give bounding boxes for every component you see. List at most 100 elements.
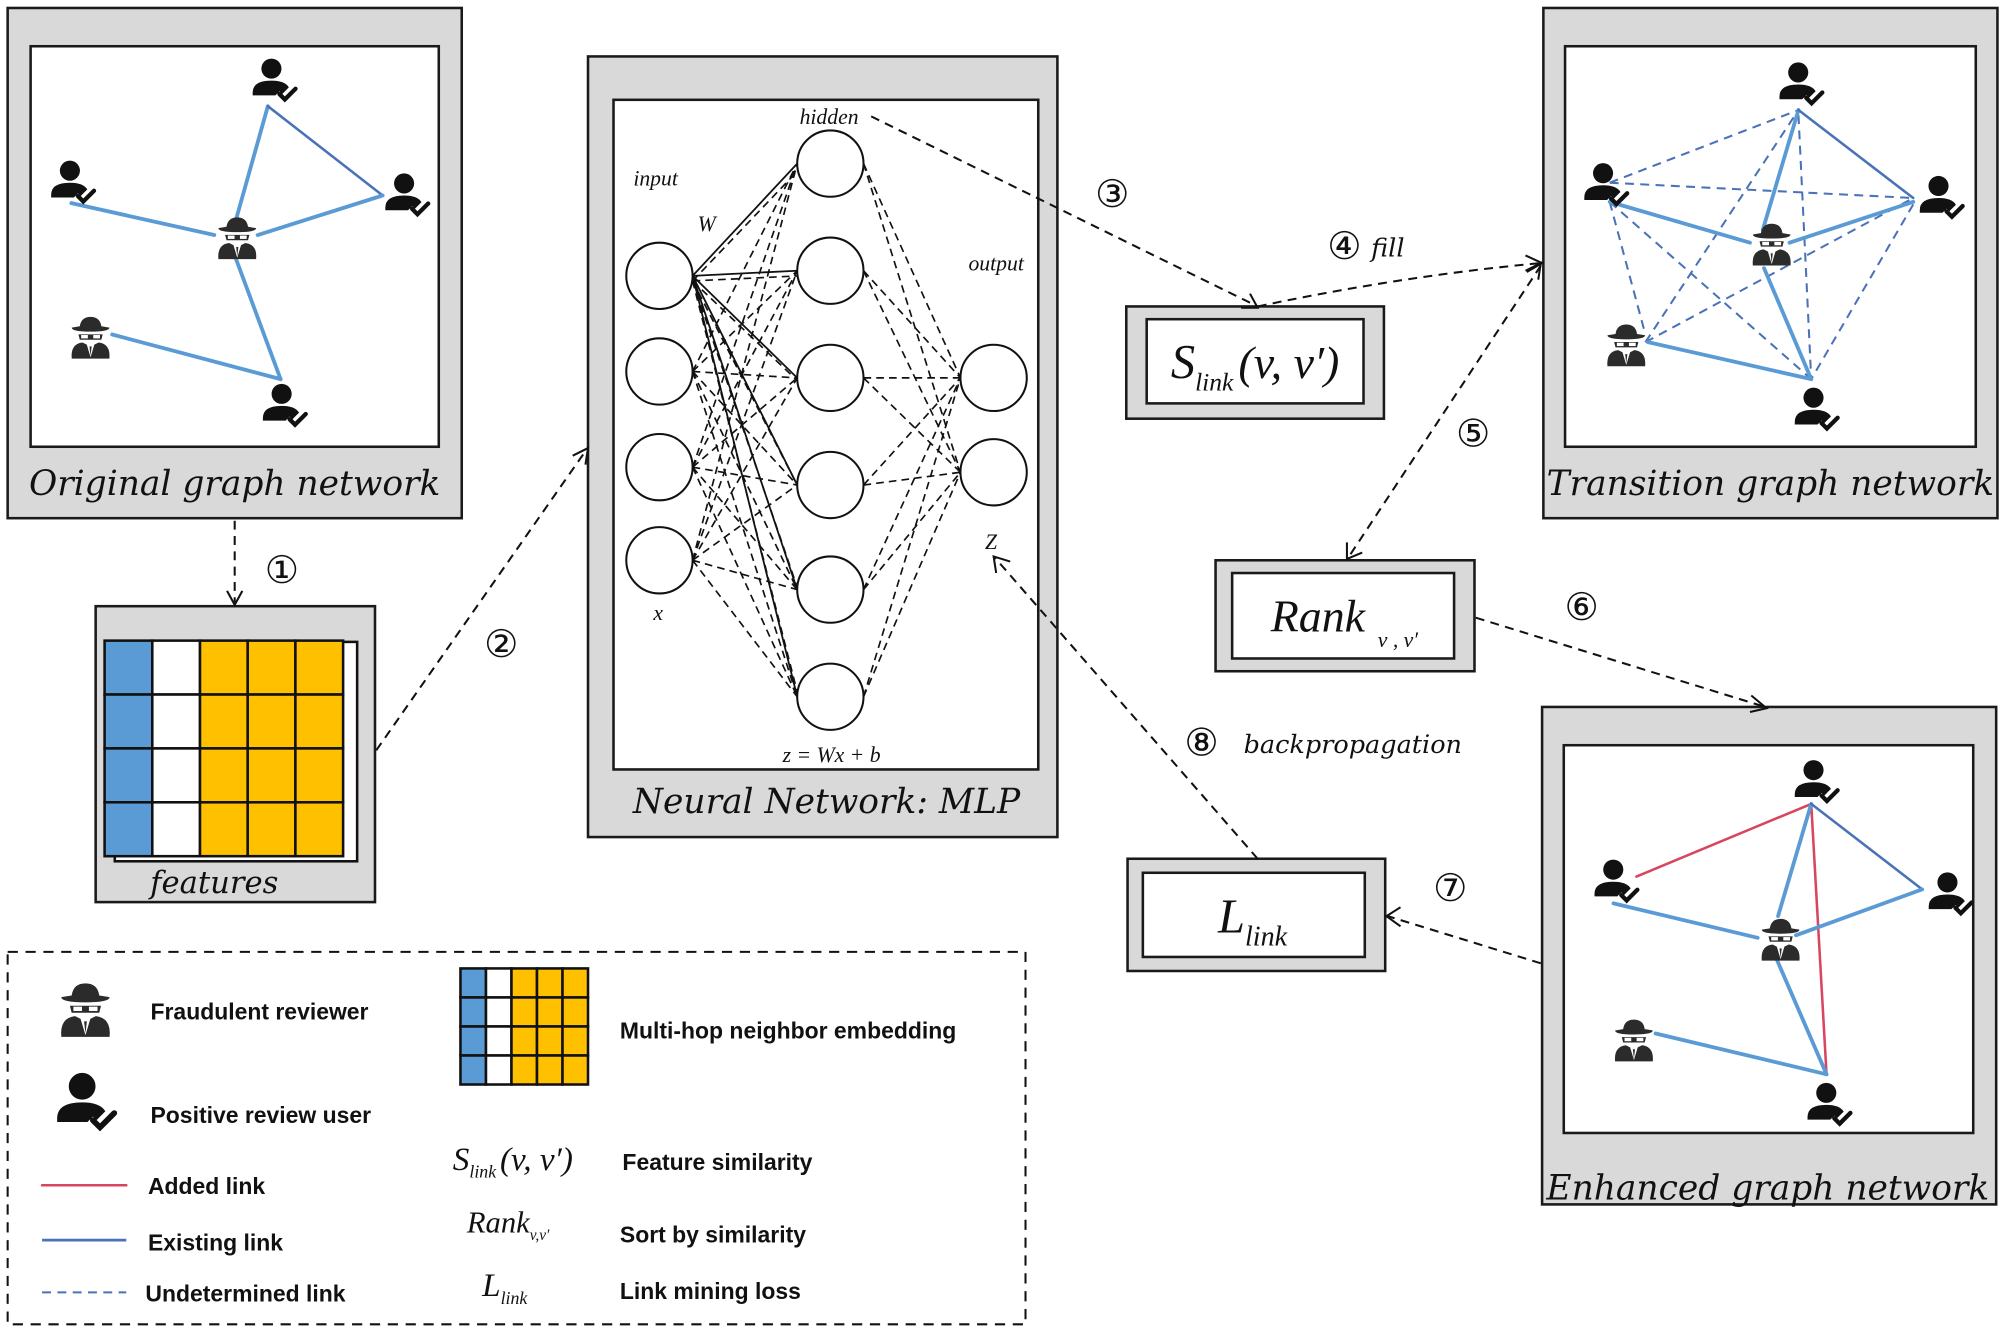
grid-cell: [510, 967, 539, 999]
grid-cell: [535, 967, 564, 999]
grid-cell: [484, 1054, 513, 1086]
hidden-neuron: [796, 343, 865, 413]
legend-label: Existing link: [148, 1229, 283, 1255]
edge-existing: [1794, 887, 1925, 938]
s-link-box: Slink(v, v′): [1125, 305, 1386, 420]
grid-cell: [103, 747, 154, 804]
grid-cell: [459, 1025, 488, 1057]
arrowhead: [992, 554, 1011, 574]
enhanced-edges: [1611, 801, 1925, 1077]
x-label: x: [652, 601, 663, 625]
grid-cell: [535, 996, 564, 1028]
step-4-text: fill: [1369, 234, 1404, 264]
weight-edge: [691, 270, 798, 561]
panel-caption: features: [148, 866, 278, 901]
grid-cell: [510, 996, 539, 1028]
edge-existing: [1653, 1031, 1829, 1077]
edge-existing: [1646, 340, 1814, 382]
feature-grid: [103, 639, 345, 858]
legend-label: Added link: [148, 1173, 265, 1199]
input-neuron: [625, 432, 694, 502]
grid-cell: [198, 693, 249, 750]
grid-cell: [198, 801, 249, 858]
edge-existing: [1760, 108, 1801, 232]
legend-label: Feature similarity: [622, 1149, 812, 1175]
hidden-neuron: [796, 555, 865, 624]
rank-legend-symbol: Rankv,v′: [466, 1205, 550, 1244]
box-inner: [1145, 317, 1365, 405]
weight-edge: [691, 270, 798, 468]
grid-cell: [535, 1025, 564, 1057]
weight-edge: [863, 471, 961, 486]
grid-cell: [294, 693, 345, 750]
step-4-badge: ④: [1327, 224, 1361, 269]
grid-cell: [294, 801, 345, 858]
step-labels: ① ② ③ ④ fill ⑤ ⑥ ⑦ ⑧ backpropagation: [265, 172, 1599, 911]
edge-existing: [255, 193, 385, 237]
edge-existing: [69, 201, 217, 237]
weight-edge: [691, 466, 798, 591]
grid-cell: [484, 1025, 513, 1057]
flow-arrows: [226, 115, 1769, 965]
weight-edge: [862, 471, 962, 698]
original-edges: [69, 104, 385, 382]
edge-existing: [1774, 957, 1829, 1077]
grid-cell: [561, 1025, 590, 1057]
weight-edge: [862, 377, 962, 486]
weight-edge: [691, 371, 798, 698]
grid-cell: [535, 1054, 564, 1086]
weight-edge: [691, 275, 799, 697]
weight-edge: [691, 371, 798, 590]
arrowhead: [1345, 542, 1363, 561]
grid-cell: [294, 747, 345, 804]
grid-cell: [510, 1025, 539, 1057]
panel-caption: Original graph network: [29, 464, 440, 504]
panel-caption: Enhanced graph network: [1545, 1168, 1989, 1208]
edge-existing: [1809, 802, 1924, 891]
weight-edge: [692, 168, 801, 282]
input-neuron: [625, 337, 694, 406]
output-label: output: [968, 252, 1024, 276]
weight-edge: [691, 280, 801, 491]
grid-cell: [459, 1054, 488, 1086]
box-inner: [1141, 871, 1367, 959]
z-label: Z: [985, 530, 998, 554]
output-neuron: [959, 343, 1028, 413]
legend-label: Positive review user: [151, 1102, 372, 1128]
edge-existing: [1607, 199, 1752, 245]
step-2-badge: ②: [484, 622, 518, 667]
legend-label: Undetermined link: [145, 1280, 345, 1306]
edge-existing: [1797, 108, 1915, 200]
weight-edge: [691, 275, 798, 379]
arrow-step-7: [1387, 915, 1542, 965]
panel-canvas: [1562, 743, 1975, 1135]
legend-label: Link mining loss: [620, 1278, 801, 1304]
grid-cell: [151, 801, 202, 858]
weight-edge: [862, 163, 962, 473]
weight-edge: [691, 162, 798, 277]
arrowhead: [1241, 293, 1260, 309]
weight-edge: [691, 370, 798, 486]
weight-edge: [862, 377, 962, 473]
grid-cell: [561, 1054, 590, 1086]
weight-edge: [692, 269, 798, 277]
spy-icon: [61, 983, 110, 1037]
edge-undetermined: [1810, 203, 1915, 380]
weight-edge: [691, 559, 798, 698]
legend-label: Multi-hop neighbor embedding: [620, 1018, 956, 1044]
edge-existing: [1776, 801, 1814, 919]
grid-cell: [459, 967, 488, 999]
original-graph-panel: Original graph network: [6, 6, 464, 520]
weight-edge: [692, 466, 798, 486]
weight-edge: [691, 275, 798, 486]
edge-undetermined: [1609, 109, 1799, 184]
arrowhead: [572, 446, 590, 465]
grid-cell: [151, 693, 202, 750]
l-link-legend-symbol: Llink: [481, 1267, 528, 1308]
edge-undetermined: [1644, 109, 1800, 343]
arrow-step-3: [870, 115, 1259, 308]
grid-cell: [198, 639, 249, 696]
grid-cell: [103, 801, 154, 858]
